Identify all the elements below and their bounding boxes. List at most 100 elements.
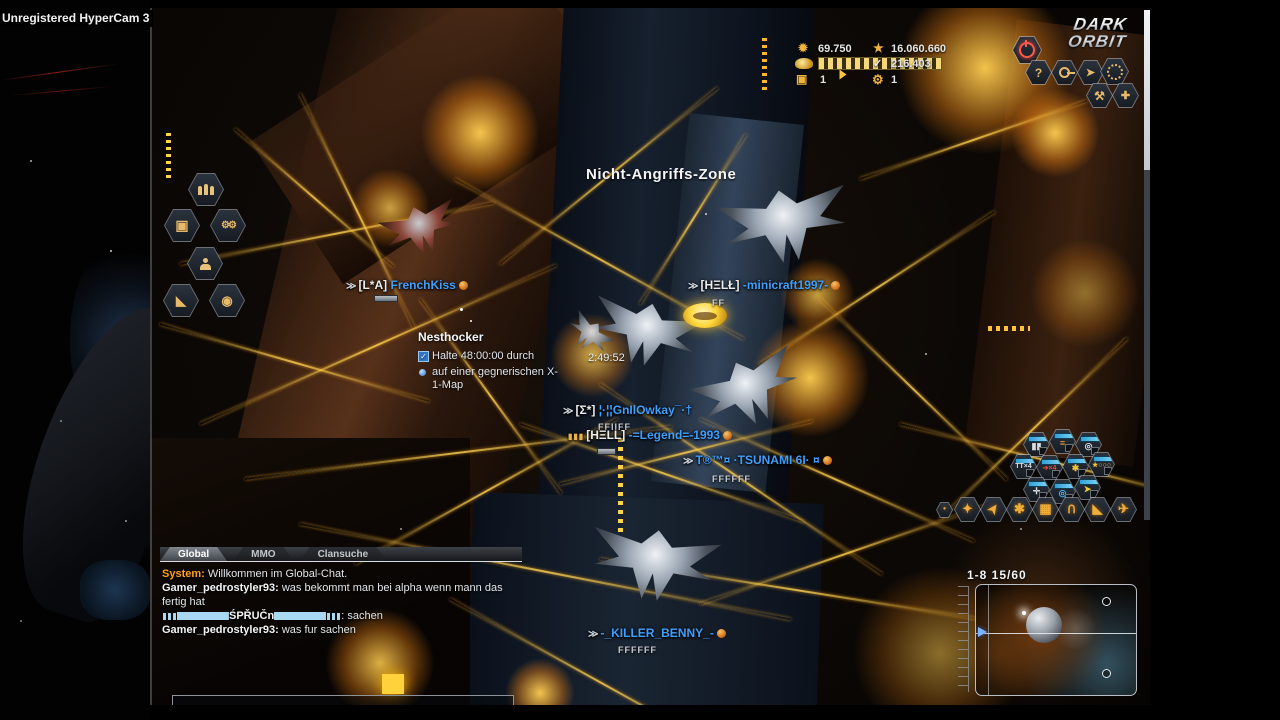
player-nameplate[interactable]: ▮▮▮[HΞLL] -=Legend=-1993 [568,428,732,442]
player-name: FrenchKiss [390,278,456,292]
booty-icon [716,629,726,639]
rank-icon: ≫ [346,281,357,292]
rank-icon: ≫ [588,629,599,640]
pilot-icon [200,257,211,270]
player-nameplate[interactable]: ≫[Σ*] ¦·¦¦GnIlOwkay¯·† [563,403,692,417]
ring-icon [1106,63,1123,80]
nameplate-sub: FFFFFF [712,474,751,484]
chat-tabbar: Global MMO Clansuche [160,547,522,562]
minimap-ruler [958,586,969,692]
player-nameplate[interactable]: ≫[HΞLŁ] -minicraft1997- [688,278,841,292]
cargo-icon: ▣ [796,72,808,86]
hypercam-watermark: Unregistered HyperCam 3 [0,10,154,27]
minimap[interactable] [975,584,1137,696]
quest-detail: auf einer gegnerischen X- [432,366,558,378]
bonus-box[interactable] [683,303,727,328]
clan-tag: [HΞLL] [586,428,626,442]
cpu-chip-icon: ▦ [1039,501,1052,516]
ammo-icon [795,58,813,69]
darkorbit-logo: DARK ORBIT [1044,16,1150,58]
group-menu-button[interactable] [188,173,224,206]
jackpot-value: 69.750 [818,43,852,55]
minimap-portal [1102,669,1111,678]
player-name: ¦·¦¦GnIlOwkay¯·† [598,403,693,417]
pilot-menu-button[interactable] [187,247,223,280]
clan-tag: [L*A] [358,278,388,292]
power-icon [1019,40,1035,58]
desktop-background [0,0,150,720]
game-viewport[interactable]: Nicht-Angriffs-Zone ✹ 69.750 ★ 16.060.66… [150,8,1150,705]
experience-icon: ★ [873,41,884,55]
minimap-planet [1026,607,1062,643]
booty-icon [822,456,832,466]
booty-icon [722,431,732,441]
quest-checkbox-icon: ✓ [418,351,429,362]
lock-icon: • [943,504,946,513]
chat-message: ŚPŘUČn: sachen [162,609,520,623]
galaxy-gate-button[interactable] [1100,58,1129,85]
stats-menu-button[interactable]: ◣ [163,284,199,317]
chat-panel[interactable]: Global MMO Clansuche System: Willkommen … [160,547,522,705]
help-icon: ? [1026,61,1051,84]
player-name: -=Legend=-1993 [628,428,720,442]
cargo-menu-button[interactable]: ▣ [164,209,200,242]
clan-tag: [Σ*] [575,403,596,417]
ship-icon: ➤ [1078,61,1103,84]
quest-objective: Halte 48:00:00 durch [432,350,535,362]
player-name: -minicraft1997- [742,278,829,292]
mine-icon: ✱ [1014,501,1025,516]
hp-bar [374,295,398,302]
gears-icon: ⚙⚙ [211,210,245,241]
player-name: T®™¤ ·TSUNAMI 6I· ¤ [695,453,820,467]
lock-slot[interactable]: • [936,502,953,518]
quest-tracker[interactable]: Nesthocker ✓Halte 48:00:00 durch auf ein… [418,330,628,395]
config-icon: ⚙ [872,72,884,87]
chart-icon: ◣ [164,285,198,316]
zone-label: Nicht-Angriffs-Zone [586,166,737,183]
window-edge [150,8,152,705]
minimap-label: 1-8 15/60 [967,568,1027,582]
honor-value: 216.403 [891,58,931,70]
achievements-menu-button[interactable]: ◉ [209,284,245,317]
stats-chart-icon: ◣ [1092,501,1103,516]
clan-menu-button[interactable]: ⚙⚙ [210,209,246,242]
ammo-meter [818,57,942,70]
booty-icon [831,281,841,291]
chat-tab-clansearch[interactable]: Clansuche [300,547,387,561]
minimap-portal [1102,597,1111,606]
player-nameplate[interactable]: ≫-_KILLER_BENNY_- [588,626,726,640]
chat-tab-global[interactable]: Global [160,547,227,561]
logout-icon: ⊂ [1064,503,1080,515]
logout-button[interactable] [1012,36,1042,64]
trophy-icon: ◉ [210,285,244,316]
scrollbar[interactable] [1144,10,1150,170]
player-nameplate[interactable]: ≫[L*A] FrenchKiss [346,278,468,292]
scrollbar-track[interactable] [1144,170,1150,520]
cargo-value: 1 [820,74,827,86]
minimap-crosshair-h [976,633,1136,634]
rank-icon: ≫ [683,456,694,467]
player-nameplate[interactable]: ≫T®™¤ ·TSUNAMI 6I· ¤ [683,453,832,467]
rank-icon: ≫ [688,281,699,292]
quest-timer: 2:49:52 [588,352,625,364]
nameplate-sub: FFIIFF [598,422,631,432]
logo-line1: DARK [1071,15,1129,34]
chat-tab-mmo[interactable]: MMO [233,547,293,561]
honor-icon: ✓ [873,58,883,70]
minimap-crosshair-v [988,585,989,695]
chat-input[interactable] [172,695,514,705]
experience-value: 16.060.660 [891,43,947,55]
quest-bullet-icon [419,369,426,376]
key-icon [1059,67,1075,78]
minimap-ship-marker [978,627,987,637]
chat-message: Gamer_pedrostyler93: was bekommt man bei… [162,582,503,608]
player-name: -_KILLER_BENNY_- [600,626,714,640]
nameplate-sub: FF [712,298,725,308]
rank-icon: ▮▮▮ [568,432,585,441]
booty-icon [458,281,468,291]
jump-button[interactable]: ✈ [1110,497,1137,522]
jackpot-icon: ✹ [798,41,809,55]
quest-detail2: 1-Map [432,379,464,391]
clan-tag: [HΞLŁ] [700,278,740,292]
